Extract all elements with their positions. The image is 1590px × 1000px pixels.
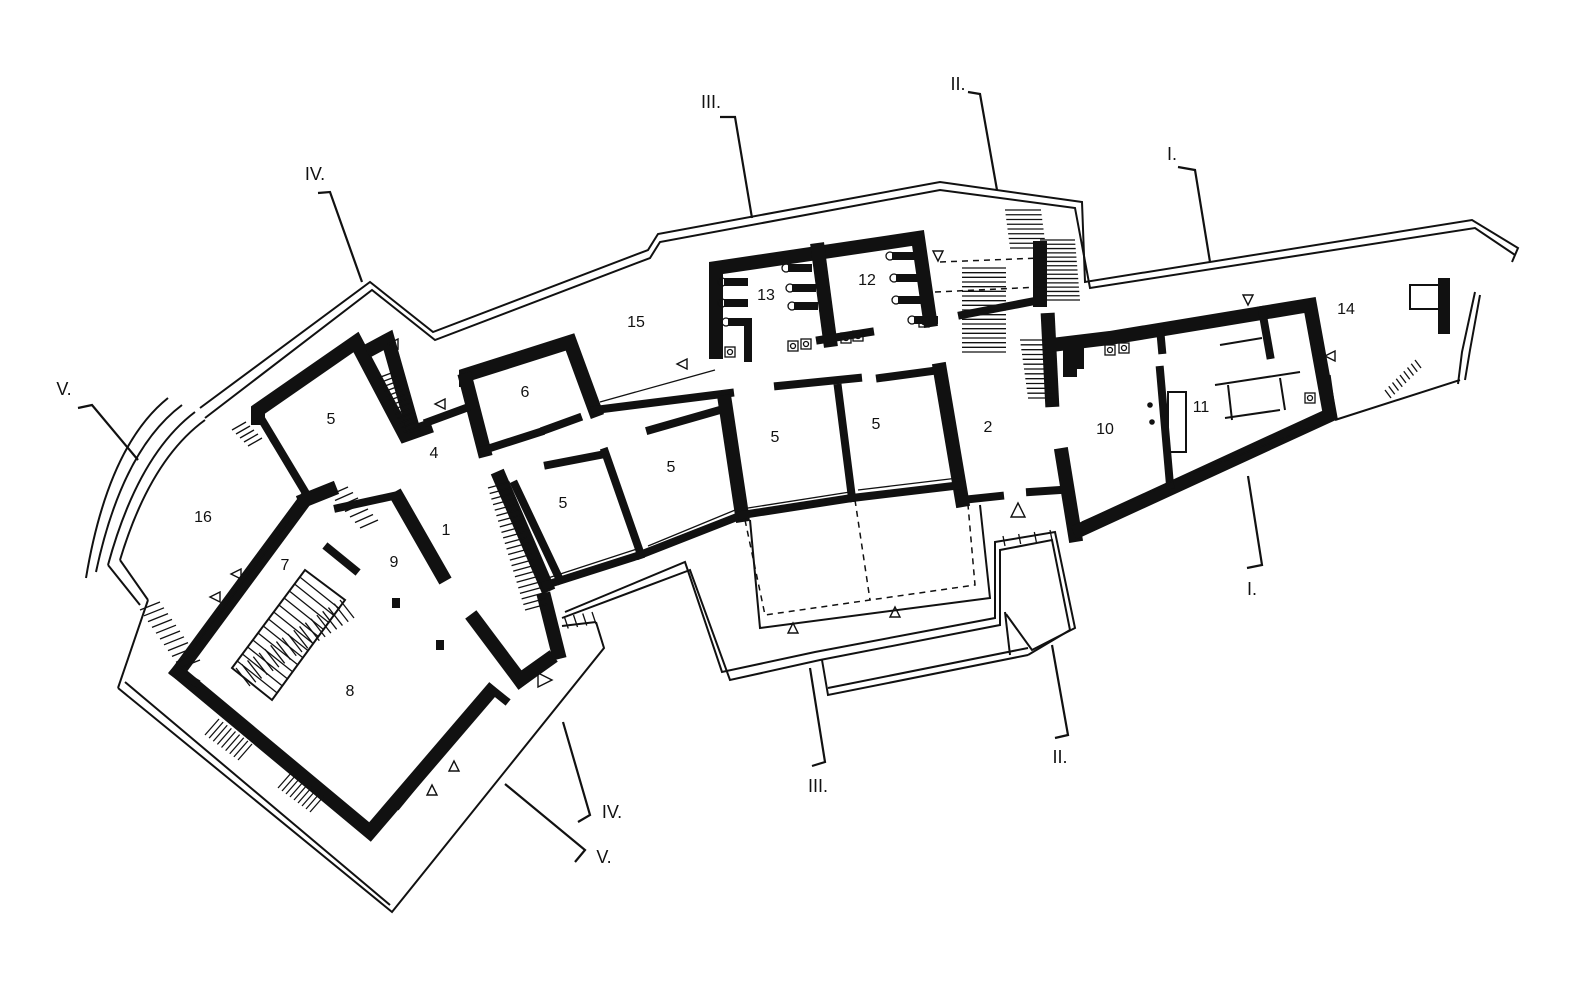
courtyard: [744, 257, 1041, 630]
entrance-triangle: [1323, 349, 1336, 363]
entrance-triangle: [425, 783, 439, 796]
entrance-triangle: [537, 671, 554, 689]
entrance-triangle: [888, 605, 902, 618]
toilet-fixture: [889, 273, 920, 283]
stairs: [139, 209, 1422, 813]
stair-flight: [139, 601, 201, 669]
room-label-2: 2: [984, 419, 993, 436]
toilet-fixture: [717, 298, 748, 308]
section-label-IV-top: IV.: [305, 164, 325, 184]
entrance-triangle: [675, 357, 688, 371]
room-label-5d: 5: [771, 429, 780, 446]
stair-flight: [1040, 239, 1080, 301]
entrance-triangle: [931, 250, 945, 263]
stair-flight: [277, 771, 325, 813]
stair-flight: [554, 611, 597, 631]
section-label-III-bottom: III.: [808, 776, 828, 796]
stair-flight: [329, 486, 379, 529]
room-label-5a: 5: [327, 411, 336, 428]
basin-fixture: [800, 338, 812, 350]
fixture-14: [1147, 284, 1441, 453]
entrance-triangle: [447, 759, 461, 772]
section-label-V-top: V.: [56, 379, 71, 399]
room-label-15: 15: [627, 314, 645, 331]
room-label-9: 9: [390, 554, 399, 571]
basin-fixture: [840, 332, 852, 344]
toilet-fixture: [891, 295, 922, 305]
terrace-arcs: [85, 397, 206, 606]
entrance-triangle: [208, 590, 221, 604]
section-label-I-top: I.: [1167, 144, 1177, 164]
section-labels: I. I. II. II. III. III. IV. IV. V. V.: [56, 74, 1257, 867]
stair-flight: [377, 371, 421, 433]
room-label-10: 10: [1096, 421, 1114, 438]
toilet-fixture: [785, 283, 816, 293]
entrance-triangle: [786, 621, 800, 634]
basin-fixture: [852, 330, 864, 342]
section-label-IV-bottom: IV.: [602, 802, 622, 822]
basin-fixture: [787, 340, 799, 352]
stair-flight: [204, 718, 253, 761]
entrance-triangle: [1241, 294, 1255, 307]
room-label-7: 7: [281, 557, 290, 574]
room-label-5e: 5: [872, 416, 881, 433]
section-label-I-bottom: I.: [1247, 579, 1257, 599]
stair-flight: [487, 481, 548, 611]
room-label-12: 12: [858, 272, 876, 289]
section-label-V-bottom: V.: [596, 847, 611, 867]
room-label-16: 16: [194, 509, 212, 526]
room-label-1: 1: [442, 522, 451, 539]
section-lines: [77, 90, 1264, 863]
basin-fixture: [1118, 342, 1130, 354]
section-label-III-top: III.: [701, 92, 721, 112]
section-label-II-top: II.: [950, 74, 965, 94]
toilet-fixture: [781, 263, 812, 273]
entrance-markers: [208, 250, 1336, 796]
basin-fixture: [1104, 344, 1116, 356]
entrance-triangle: [229, 567, 242, 581]
stair-flight: [1005, 209, 1046, 249]
toilet-fixtures: [717, 251, 1316, 404]
room-label-5b: 5: [559, 495, 568, 512]
entrance-triangle: [386, 337, 399, 351]
stair-flight: [1020, 339, 1053, 399]
toilet-fixture: [717, 277, 748, 287]
stair-flight: [962, 267, 1006, 353]
toilet-fixture: [787, 301, 818, 311]
section-label-II-bottom: II.: [1052, 747, 1067, 767]
toilet-fixture: [721, 317, 752, 327]
stair-flight: [231, 421, 263, 447]
stage: [230, 568, 347, 702]
entrance-triangle: [433, 397, 446, 411]
stair-flight: [1384, 359, 1422, 399]
entrance-triangle: [1009, 501, 1027, 518]
room-label-8: 8: [346, 683, 355, 700]
basin-fixture: [918, 316, 930, 328]
site-outline: [117, 180, 1520, 914]
room-label-13: 13: [757, 287, 775, 304]
stair-flight: [1002, 529, 1053, 547]
room-label-4: 4: [430, 445, 439, 462]
room-label-11: 11: [1193, 399, 1210, 416]
walls: [168, 230, 1450, 842]
room-labels: 1 2 4 5 5 5 5 5 6 7 8 9 10 11 12 13 14 1…: [194, 272, 1355, 700]
room-label-5c: 5: [667, 459, 676, 476]
windows: [191, 369, 1336, 811]
room-label-14: 14: [1337, 301, 1355, 318]
toilet-fixture: [885, 251, 916, 261]
room-label-6: 6: [521, 384, 530, 401]
basin-fixture: [1304, 392, 1316, 404]
basin-fixture: [724, 346, 736, 358]
